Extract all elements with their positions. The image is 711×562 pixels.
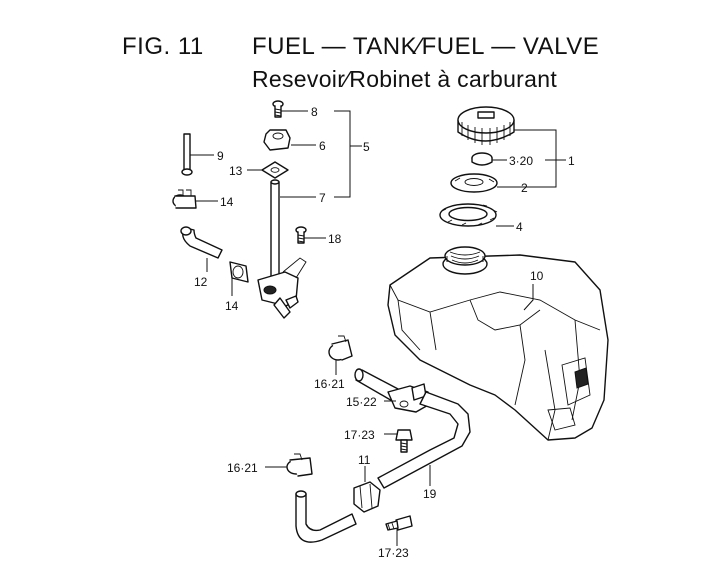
- cap-filter-plate: [450, 173, 498, 193]
- hose-clamp-16-upper: [328, 335, 353, 361]
- valve-packing-13: [261, 161, 289, 179]
- callout-16-21-upper: 16·21: [314, 377, 345, 391]
- filler-cap: [457, 106, 515, 145]
- callout-7: 7: [319, 191, 326, 205]
- callout-5: 5: [363, 140, 370, 154]
- callout-17-23-lower: 17·23: [378, 546, 409, 560]
- bolt-9: [181, 133, 193, 176]
- long-fuel-hose-19: [377, 391, 471, 489]
- leader-lines: [190, 110, 566, 546]
- figure-title-french: Resevoir∕Robinet à carburant: [252, 66, 558, 92]
- callout-4: 4: [516, 220, 523, 234]
- figure-number: FIG. 11: [122, 33, 204, 60]
- cap-gasket: [471, 152, 493, 166]
- callout-6: 6: [319, 139, 326, 153]
- bolt-17-lower: [385, 515, 413, 531]
- hose-bracket-15: [387, 383, 431, 413]
- callout-1: 1: [568, 154, 575, 168]
- screw-8: [272, 100, 284, 118]
- hose-clamp-14-lower: [229, 261, 249, 283]
- valve-stem-7: [270, 179, 280, 279]
- bolt-17-upper: [395, 429, 413, 453]
- callout-19: 19: [423, 487, 437, 501]
- tank-ring-nut: [439, 203, 498, 227]
- callout-10: 10: [530, 269, 544, 283]
- callout-2: 2: [521, 181, 528, 195]
- callout-15-22: 15·22: [346, 395, 377, 409]
- callout-18: 18: [328, 232, 342, 246]
- fuel-tank: [387, 246, 609, 441]
- elbow-fuel-hose: [295, 490, 357, 543]
- figure-title-english: FUEL — TANK∕FUEL — VALVE: [252, 33, 600, 60]
- fuel-hose-12: [180, 226, 223, 259]
- callout-14-lower: 14: [225, 299, 239, 313]
- hose-clamp-16-lower: [286, 453, 313, 477]
- hose-clamp-14-upper: [172, 189, 197, 209]
- callout-16-21-lower: 16·21: [227, 461, 258, 475]
- valve-cover-6: [263, 129, 291, 151]
- callout-13: 13: [229, 164, 243, 178]
- callout-9: 9: [217, 149, 224, 163]
- callout-14-upper: 14: [220, 195, 234, 209]
- callout-3-20: 3·20: [509, 154, 533, 168]
- screw-18: [295, 226, 307, 244]
- callout-12: 12: [194, 275, 208, 289]
- fuel-valve-body: [257, 257, 307, 319]
- callout-11: 11: [358, 453, 371, 467]
- callout-17-23-upper: 17·23: [344, 428, 375, 442]
- callout-8: 8: [311, 105, 318, 119]
- fuel-filter-11: [353, 481, 381, 513]
